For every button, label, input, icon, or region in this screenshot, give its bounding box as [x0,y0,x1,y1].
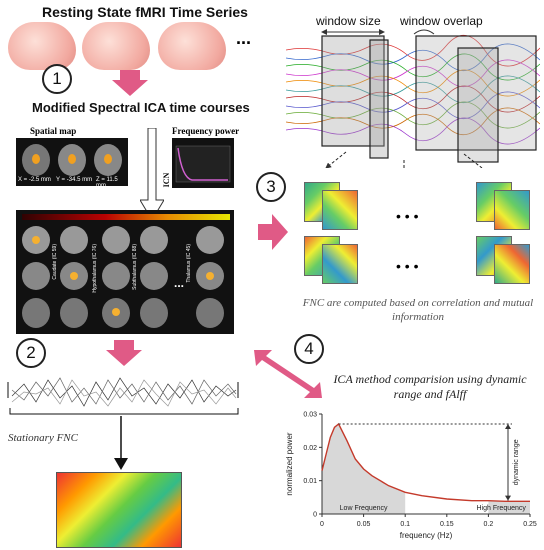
stationary-fnc-matrix [56,472,182,548]
high-frequency-label: High Frequency [476,505,526,512]
brain-slice [140,226,168,254]
spatial-map-label: Spatial map [30,126,77,136]
activation-blob [104,154,112,164]
brain-slice [196,226,224,254]
x-tick-label: 0.05 [357,521,371,528]
ica-component-grid: Caudate (IC 59) Hypothalamus (IC 76) Sub… [16,210,234,334]
coord-y: Y = -34.5 mm [56,177,93,183]
stationary-fnc-label: Stationary FNC [8,432,78,444]
component-label: Thalamus (IC 45) [186,244,192,283]
high-frequency-area [488,500,530,514]
matrix-dots: • • • [396,258,419,274]
dynamic-range-label: dynamic range [513,439,520,485]
low-frequency-label: Low Frequency [340,505,388,512]
frequency-mini-plot [175,145,231,183]
activation-blob [68,154,76,164]
x-tick-label: 0.25 [523,521,537,528]
down-arrow-icon [112,70,148,96]
down-arrow-icon [106,340,142,366]
brain-image-2 [82,22,150,70]
frequency-power-label: Frequency power [172,126,240,136]
activation-blob [206,272,214,280]
sliding-window-timeseries [286,29,540,168]
right-arrow-icon [258,214,288,250]
colorbar [22,214,230,220]
brain-slice [22,298,50,328]
brain-slice [196,298,224,328]
fnc-matrix [322,190,358,230]
range-arrow-bottom [505,495,511,501]
down-arrow-icon [114,416,128,470]
timeseries-plot [7,377,239,407]
window-overlap-label: window overlap [400,14,483,28]
step-4-badge: 4 [294,334,324,364]
double-arrow-icon [254,350,322,398]
matrix-dots: • • • [396,208,419,224]
coord-z: Z = 11.5 mm [96,177,118,189]
range-arrow-top [505,424,511,429]
frequency-power-panel [172,138,234,188]
ellipsis-text: ... [236,28,252,48]
brain-slice [22,262,50,290]
y-tick-label: 0.03 [303,412,317,419]
fnc-matrix [322,244,358,284]
ica-title: Modified Spectral ICA time courses [32,100,250,115]
x-tick-label: 0.15 [440,521,454,528]
fnc-matrix [494,190,530,230]
y-tick-label: 0 [313,512,317,519]
component-label: Subthalamus (IC 88) [132,244,138,290]
activation-blob [32,154,40,164]
window-size-label: window size [316,14,381,28]
brain-slice [60,298,88,328]
x-tick-label: 0.1 [400,521,410,528]
brain-slice [60,226,88,254]
ica-compare-title: ICA method comparision using dynamic ran… [333,372,527,401]
component-label: Hypothalamus (IC 76) [92,244,98,293]
fnc-caption: FNC are computed based on correlation an… [302,297,534,323]
x-tick-label: 0.2 [484,521,494,528]
brain-image-3 [158,22,226,70]
page-title: Resting State fMRI Time Series [42,4,248,20]
x-tick-label: 0 [320,521,324,528]
fnc-matrix [494,244,530,284]
brain-image-1 [8,22,76,70]
icn-down-arrow-icon [140,128,164,220]
low-frequency-area [322,424,406,514]
brain-slice [140,262,168,290]
activation-blob [32,236,40,244]
y-tick-label: 0.01 [303,478,317,485]
step-3-badge: 3 [256,172,286,202]
component-label: Caudate (IC 59) [52,244,58,280]
spatial-map-panel: X = -2.5 mm Y = -34.5 mm Z = 11.5 mm [16,138,128,189]
power-spectrum-chart: 0 0.05 0.1 0.15 0.2 0.25 0 0.01 0.02 0.03 frequenc… [285,412,537,541]
activation-blob [112,308,120,316]
power-curve [321,422,530,503]
brain-slice [102,226,130,254]
grid-ellipsis: ... [174,276,185,290]
step-1-badge: 1 [42,64,72,94]
coord-x: X = -2.5 mm [18,177,51,183]
timeseries-bracket [9,408,239,415]
y-axis-label: normalized power [285,432,294,495]
brain-slice [140,298,168,328]
brain-slice [102,262,130,290]
step-2-badge: 2 [16,338,46,368]
y-tick-label: 0.02 [303,445,317,452]
activation-blob [70,272,78,280]
x-axis-label: frequency (Hz) [400,531,453,540]
